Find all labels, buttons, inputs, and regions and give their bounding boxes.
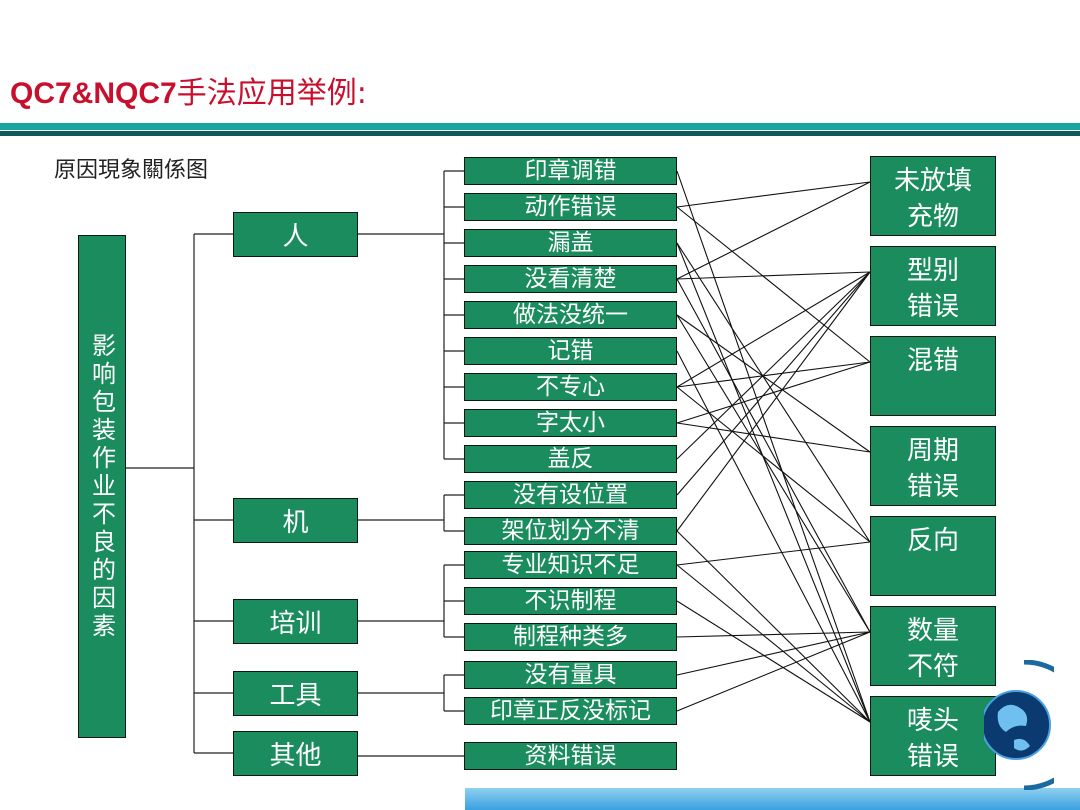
footer-bar: [465, 788, 1080, 810]
cause-effect-link: [677, 601, 870, 722]
effect-label: 未放填充物: [893, 163, 973, 235]
cause-label: 没看清楚: [525, 268, 617, 291]
cause-box: 动作错误: [464, 193, 677, 221]
cause-label: 动作错误: [525, 196, 617, 219]
root-factor-label: 影响包装作业不良的因素: [85, 333, 120, 641]
cause-box: 记错: [464, 337, 677, 365]
effect-box: 数量不符: [870, 606, 996, 686]
cause-box: 漏盖: [464, 229, 677, 257]
category-label: 工具: [269, 675, 321, 712]
root-factor-box: 影响包装作业不良的因素: [78, 235, 126, 738]
effect-label: 唛头错误: [903, 703, 963, 775]
cause-label: 没有量具: [525, 664, 617, 687]
cause-effect-link: [677, 387, 870, 542]
cause-label: 记错: [548, 340, 594, 363]
cause-effect-link: [677, 632, 870, 675]
category-qita: 其他: [233, 731, 358, 776]
cause-box: 印章正反没标记: [464, 697, 677, 725]
cause-label: 专业知识不足: [502, 554, 640, 577]
cause-effect-link: [677, 315, 870, 632]
category-ji: 机: [233, 498, 358, 543]
effect-label: 数量不符: [903, 613, 963, 685]
cause-effect-link: [677, 279, 870, 632]
category-peixun: 培训: [233, 599, 358, 644]
cause-box: 不专心: [464, 373, 677, 401]
cause-label: 做法没统一: [513, 304, 628, 327]
cause-box: 不识制程: [464, 587, 677, 615]
cause-label: 漏盖: [548, 232, 594, 255]
cause-label: 不识制程: [525, 590, 617, 613]
cause-effect-link: [677, 272, 870, 531]
cause-box: 制程种类多: [464, 623, 677, 651]
cause-box: 资料错误: [464, 742, 677, 770]
effect-box: 周期错误: [870, 426, 996, 506]
cause-effect-link: [677, 243, 870, 722]
category-label: 培训: [269, 603, 321, 640]
cause-box: 没有量具: [464, 661, 677, 689]
cause-effect-link: [677, 542, 870, 565]
category-label: 其他: [269, 735, 321, 772]
cause-label: 盖反: [548, 448, 594, 471]
cause-label: 字太小: [536, 412, 605, 435]
cause-effect-link: [677, 182, 870, 207]
cause-effect-link: [677, 531, 870, 722]
effect-box: 型别错误: [870, 246, 996, 326]
cause-box: 盖反: [464, 445, 677, 473]
effect-label: 反向: [903, 523, 963, 559]
cause-label: 不专心: [536, 376, 605, 399]
cause-box: 印章调错: [464, 157, 677, 185]
effect-box: 反向: [870, 516, 996, 596]
effect-label: 周期错误: [903, 433, 963, 505]
cause-label: 印章调错: [525, 160, 617, 183]
effect-box: 唛头错误: [870, 696, 996, 776]
category-ren: 人: [233, 212, 358, 257]
cause-effect-link: [677, 632, 870, 637]
effect-label: 型别错误: [903, 253, 963, 325]
category-label: 人: [282, 216, 308, 253]
cause-box: 没有设位置: [464, 481, 677, 509]
cause-box: 做法没统一: [464, 301, 677, 329]
cause-label: 制程种类多: [513, 626, 628, 649]
effect-label: 混错: [903, 343, 963, 379]
cause-label: 没有设位置: [513, 484, 628, 507]
cause-box: 字太小: [464, 409, 677, 437]
cause-box: 没看清楚: [464, 265, 677, 293]
cause-box: 架位划分不清: [464, 517, 677, 545]
cause-effect-link: [677, 272, 870, 279]
cause-label: 印章正反没标记: [490, 700, 651, 723]
category-label: 机: [282, 502, 308, 539]
cause-effect-link: [677, 362, 870, 423]
category-gongju: 工具: [233, 671, 358, 716]
cause-effect-link: [677, 171, 870, 722]
effect-box: 混错: [870, 336, 996, 416]
cause-label: 资料错误: [525, 745, 617, 768]
globe-icon: [984, 660, 1054, 790]
cause-effect-link: [677, 351, 870, 722]
cause-label: 架位划分不清: [502, 520, 640, 543]
cause-box: 专业知识不足: [464, 551, 677, 579]
cause-effect-link: [677, 272, 870, 387]
effect-box: 未放填充物: [870, 156, 996, 236]
